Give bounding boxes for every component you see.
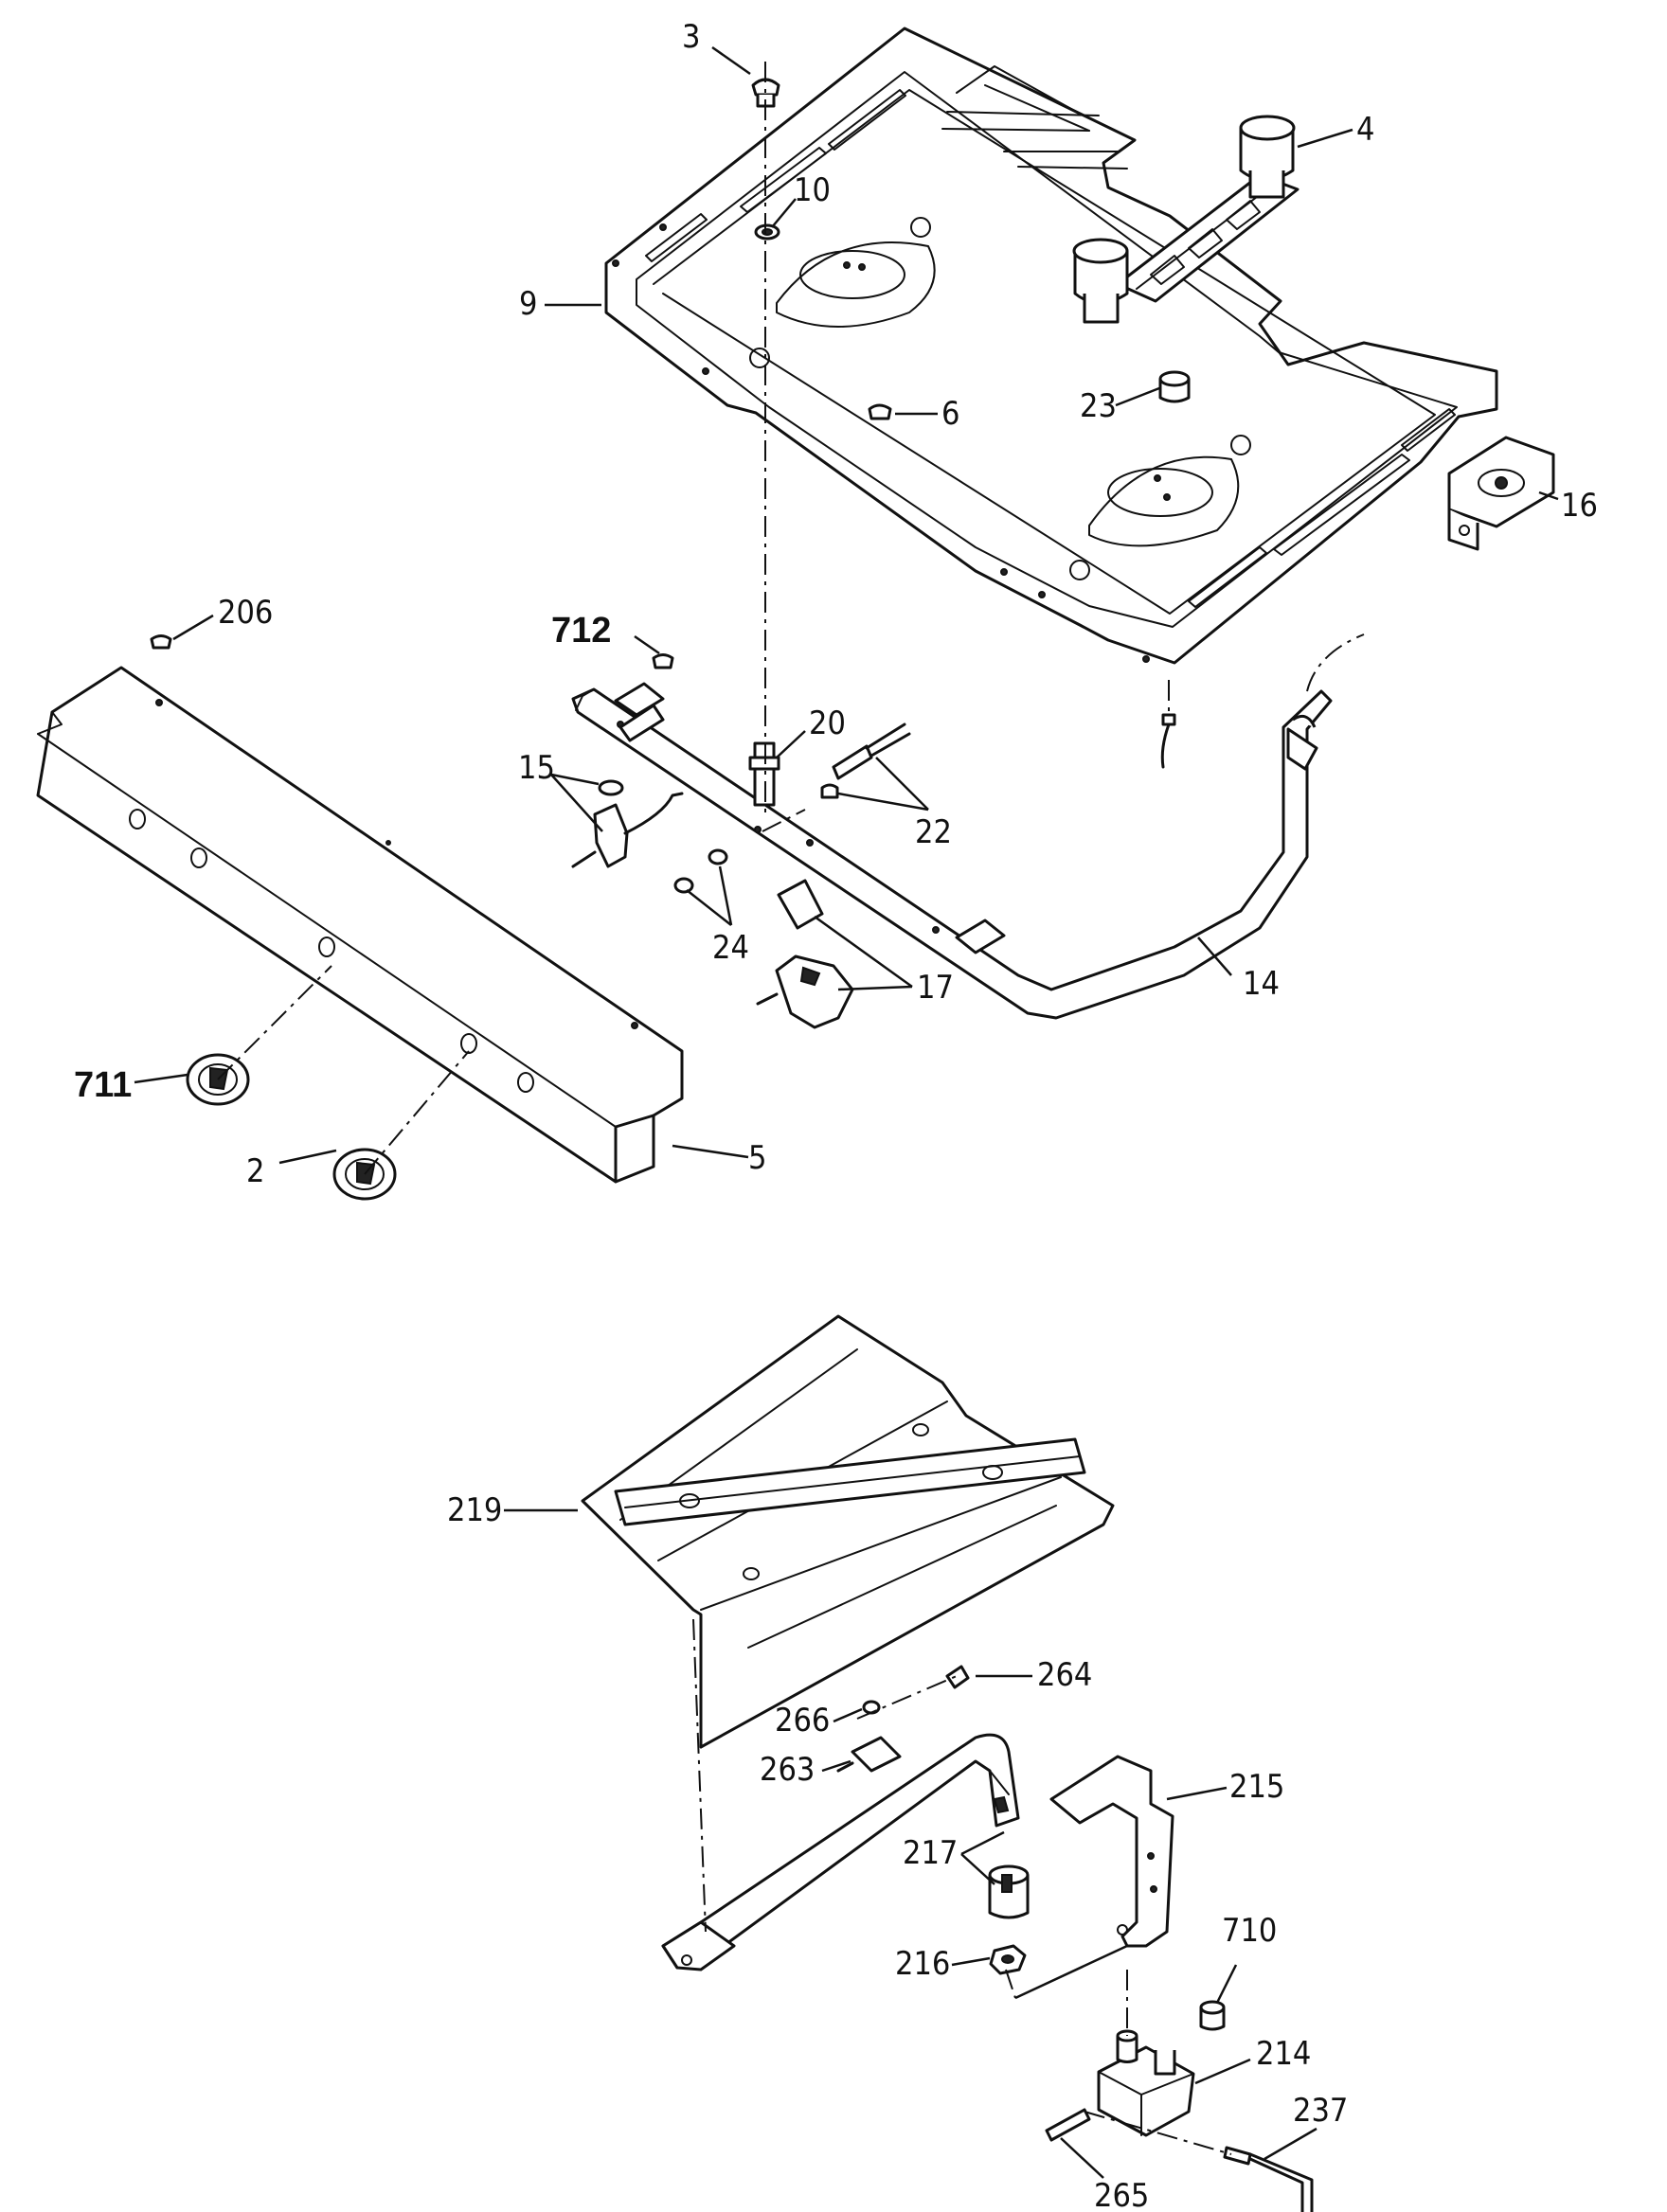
callout-263: 263 <box>760 1751 815 1789</box>
pin-265 <box>1045 2108 1091 2142</box>
callout-14: 14 <box>1243 965 1280 1003</box>
screw-below-pan <box>1160 713 1176 769</box>
manifold-pipe <box>571 682 1333 1020</box>
tube-237 <box>1223 2146 1314 2212</box>
bracket-215 <box>1049 1755 1174 1948</box>
callout-206: 206 <box>218 594 273 632</box>
callout-16: 16 <box>1561 487 1598 525</box>
oven-valve-214 <box>1097 2029 1195 2137</box>
callout-711: 711 <box>74 1065 132 1105</box>
screw-712 <box>652 653 674 669</box>
callout-17: 17 <box>917 969 954 1007</box>
callout-9: 9 <box>519 285 537 323</box>
callout-22: 22 <box>915 813 952 851</box>
callout-23: 23 <box>1080 387 1117 425</box>
callout-264: 264 <box>1037 1656 1092 1694</box>
nut-24 <box>673 848 728 894</box>
callout-6: 6 <box>941 395 959 433</box>
callout-217: 217 <box>903 1834 958 1872</box>
wire-connector-22 <box>820 722 911 799</box>
callout-266: 266 <box>775 1702 830 1739</box>
callout-15: 15 <box>518 749 555 787</box>
callout-10: 10 <box>794 171 831 209</box>
pin-264 <box>945 1665 970 1689</box>
callout-219: 219 <box>447 1491 502 1529</box>
callout-5: 5 <box>748 1139 766 1177</box>
callout-24: 24 <box>712 929 749 967</box>
screw-3 <box>751 78 780 108</box>
callout-labels: 3 4 10 9 23 6 16 206 712 20 15 22 24 17 … <box>74 18 1598 2212</box>
callout-20: 20 <box>809 705 846 742</box>
screw-6 <box>868 403 892 420</box>
callout-3: 3 <box>682 18 700 56</box>
callout-712: 712 <box>551 611 611 651</box>
callout-215: 215 <box>1229 1768 1284 1806</box>
callout-710: 710 <box>1222 1912 1277 1950</box>
grommet-10 <box>754 223 780 241</box>
callout-4: 4 <box>1356 111 1374 149</box>
valve-17 <box>756 879 854 1029</box>
spark-igniter-assembly <box>1072 115 1300 324</box>
burner-box <box>604 27 1498 665</box>
screw-206 <box>150 634 172 650</box>
callout-265: 265 <box>1094 2177 1149 2212</box>
bracket-16 <box>1447 436 1555 551</box>
control-panel <box>36 666 684 1184</box>
mixer-217 <box>988 1864 1030 1919</box>
cap-23 <box>1158 370 1191 403</box>
callout-2: 2 <box>246 1152 264 1190</box>
nut-266 <box>862 1700 881 1715</box>
oven-burner-tube <box>661 1733 1020 1971</box>
oven-baffle <box>581 1314 1115 1749</box>
igniter-263 <box>836 1736 902 1773</box>
callout-214: 214 <box>1256 2035 1311 2073</box>
bottom-leader-lines <box>504 1508 1317 2179</box>
bracket-712 <box>618 704 665 742</box>
valve-15 <box>571 779 684 868</box>
nut-216 <box>989 1944 1027 1975</box>
top-leader-lines <box>134 45 1559 1175</box>
callout-237: 237 <box>1293 2092 1348 2130</box>
cap-710 <box>1199 2000 1226 2031</box>
callout-216: 216 <box>895 1945 950 1983</box>
